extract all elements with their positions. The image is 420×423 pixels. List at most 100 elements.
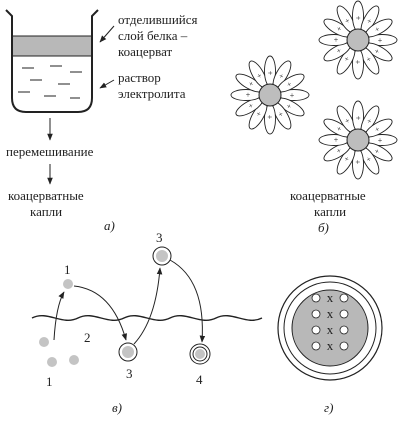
particle (47, 357, 57, 367)
drop-4-core (195, 349, 205, 359)
petal: + (264, 103, 276, 135)
core-marker: x (327, 306, 334, 321)
core-circle (311, 341, 321, 351)
core-circle (311, 309, 321, 319)
charge-sign: + (364, 17, 374, 26)
arrow-up-to-top (133, 267, 163, 345)
charge-sign: + (276, 72, 286, 81)
drop-3-top-core (156, 250, 168, 262)
charge-sign: + (334, 146, 343, 156)
charge-sign: + (247, 78, 256, 88)
petal: + (366, 134, 398, 146)
layer-label-line3: коацерват (118, 44, 173, 59)
drops-label-line1: коацерватные (8, 188, 84, 203)
wavy-surface (31, 315, 263, 321)
charge-sign: + (333, 35, 338, 44)
core-circle (311, 325, 321, 335)
solution-pointer (99, 79, 115, 89)
charge-sign: + (265, 115, 274, 120)
charge-sign: + (364, 55, 374, 64)
charge-sign: + (353, 60, 362, 65)
charge-sign: + (364, 155, 374, 164)
core-circle (339, 325, 349, 335)
charge-sign: + (290, 91, 295, 100)
arrow-down-to-4 (169, 259, 206, 343)
protein-layer (12, 36, 92, 56)
core-circle (339, 309, 349, 319)
charge-sign: + (373, 146, 382, 156)
particle (69, 355, 79, 365)
charge-sign: + (364, 117, 374, 126)
charge-sign: + (266, 70, 275, 75)
drops-label-line2: капли (30, 204, 62, 219)
num-1-bottom: 1 (46, 374, 53, 389)
drop-3-bottom-core (122, 346, 134, 358)
drops-label-b-line2: капли (314, 204, 346, 219)
charge-sign: + (335, 23, 344, 33)
charge-sign: + (353, 160, 362, 165)
charge-sign: + (354, 115, 363, 120)
layer-label-line2: слой белка – (118, 28, 188, 43)
solution-label-line2: электролита (118, 86, 186, 101)
particle (39, 337, 49, 347)
charge-sign: + (341, 55, 351, 64)
petal: + (318, 34, 350, 46)
panel-a: отделившийся слой белка – коацерват раст… (5, 9, 197, 233)
charge-sign: + (285, 79, 294, 89)
panel-v: 1 1 2 3 3 4 в) (31, 230, 263, 415)
coacervate-flower: ++++++++++++ (318, 0, 398, 80)
panel-b: ++++++++++++++++++++++++++++++++++++ (230, 0, 398, 180)
charge-sign: + (254, 71, 264, 80)
flower-core (258, 83, 282, 107)
charge-sign: + (373, 24, 382, 34)
core-marker: x (327, 338, 334, 353)
layer-label-line1: отделившийся (118, 12, 197, 27)
core-circle (339, 293, 349, 303)
layer-pointer (99, 25, 115, 43)
charge-sign: + (333, 135, 338, 144)
charge-sign: + (285, 101, 294, 111)
num-3-bottom: 3 (126, 366, 133, 381)
charge-sign: + (378, 36, 383, 45)
num-4: 4 (196, 372, 203, 387)
charge-sign: + (334, 46, 343, 56)
charge-sign: + (373, 124, 382, 134)
caption-b: б) (318, 220, 329, 235)
charge-sign: + (246, 101, 255, 111)
core-circle (311, 293, 321, 303)
arrow-rise (53, 291, 65, 341)
caption-a: а) (104, 218, 115, 233)
beaker (5, 9, 99, 113)
charge-sign: + (354, 15, 363, 20)
num-3-top: 3 (156, 230, 163, 245)
charge-sign: + (342, 116, 352, 125)
charge-sign: + (341, 155, 351, 164)
caption-v: в) (112, 400, 122, 415)
charge-sign: + (253, 110, 263, 119)
charge-sign: + (245, 90, 250, 99)
caption-g: г) (324, 400, 333, 415)
charge-sign: + (335, 123, 344, 133)
core (291, 289, 369, 367)
core-marker: x (327, 322, 334, 337)
charge-sign: + (378, 136, 383, 145)
num-1-top: 1 (64, 262, 71, 277)
solution-label-line1: раствор (118, 70, 161, 85)
flower-core (346, 28, 370, 52)
core-circle (339, 341, 349, 351)
mixing-label: перемешивание (6, 144, 94, 159)
electrolyte-dashes (18, 65, 82, 99)
charge-sign: + (276, 110, 286, 119)
particle (63, 279, 73, 289)
charge-sign: + (342, 16, 352, 25)
coacervate-flower: ++++++++++++ (230, 55, 310, 135)
num-2: 2 (84, 330, 91, 345)
core-marker: x (327, 290, 334, 305)
arrow-to-drop (73, 285, 127, 341)
coacervate-flower: ++++++++++++ (318, 100, 398, 180)
drops-label-b-line1: коацерватные (290, 188, 366, 203)
charge-sign: + (373, 46, 382, 56)
